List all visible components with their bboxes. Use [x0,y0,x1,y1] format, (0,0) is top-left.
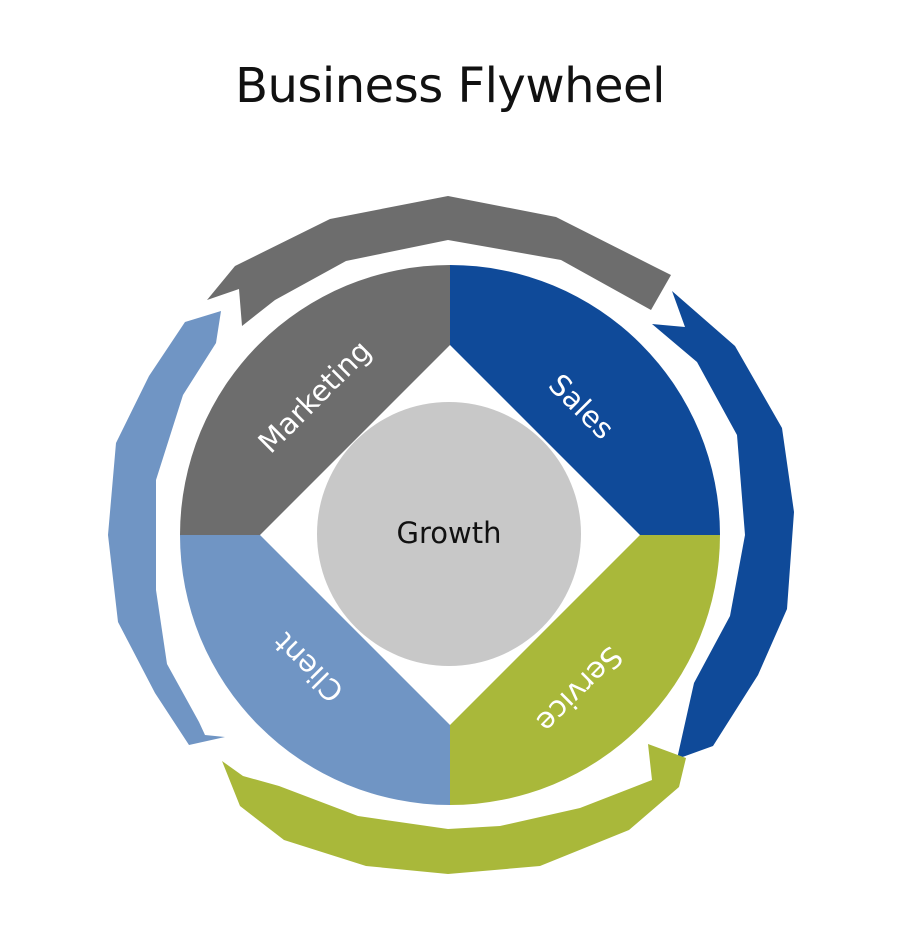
arrow-sales-to-service [652,291,794,759]
center-label: Growth [397,516,502,550]
center-hub [317,402,581,666]
segment-service [450,535,720,805]
arrow-marketing-to-sales [207,196,671,326]
segment-sales [450,265,720,535]
segment-client [180,535,450,805]
arrow-client-to-marketing [108,311,225,745]
segment-marketing [180,265,450,535]
diagram-title: Business Flywheel [235,58,665,114]
arrow-service-to-client [222,744,686,874]
